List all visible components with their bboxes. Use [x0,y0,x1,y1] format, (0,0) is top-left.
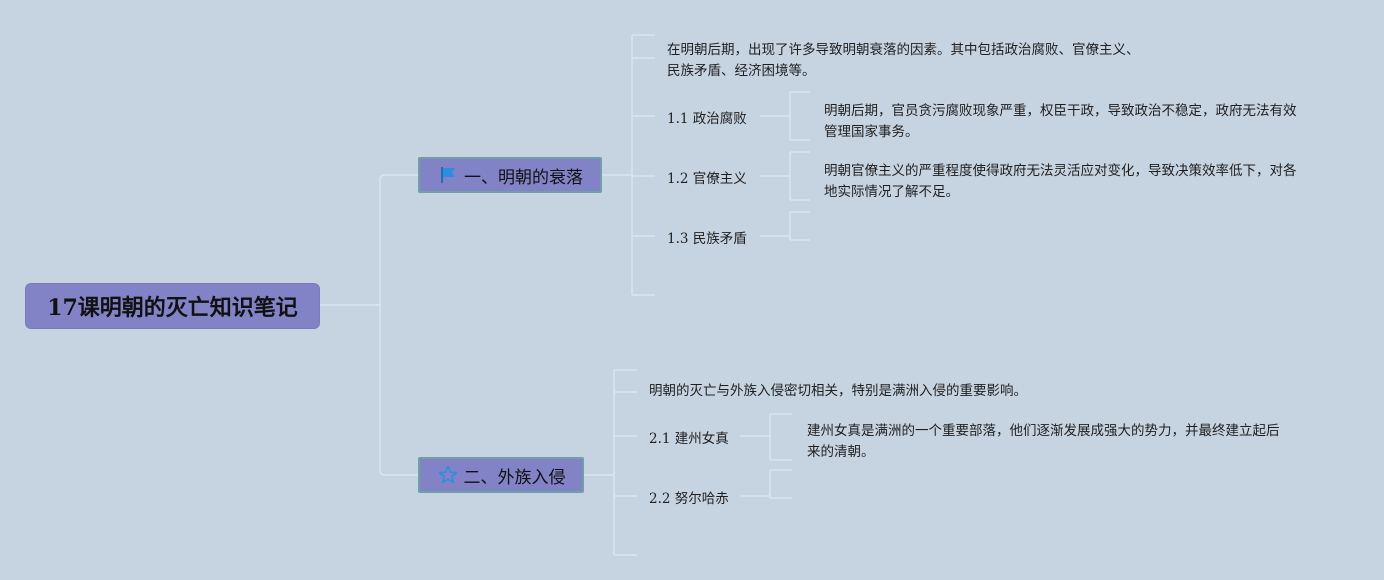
topic-nurhaci[interactable]: 2.2 努尔哈赤 [649,491,729,507]
topic-jianzhou-jurchen[interactable]: 2.1 建州女真 [649,431,729,447]
branch-foreign-invasion[interactable]: 二、外族入侵 [418,457,584,493]
topic-ethnic-conflict[interactable]: 1.3 民族矛盾 [667,231,747,247]
branch-decline[interactable]: 一、明朝的衰落 [418,157,602,193]
branch-decline-label: 一、明朝的衰落 [464,167,583,188]
branch-foreign-invasion-label: 二、外族入侵 [463,467,566,488]
political-corruption-detail: 明朝后期，官员贪污腐败现象严重，权臣干政，导致政治不稳定，政府无法有效 管理国家… [824,103,1297,140]
invasion-intro: 明朝的灭亡与外族入侵密切相关，特别是满洲入侵的重要影响。 [649,383,1027,399]
flag-icon [437,164,459,186]
topic-political-corruption[interactable]: 1.1 政治腐败 [667,111,747,127]
root-node[interactable]: 17课明朝的灭亡知识笔记 [25,283,320,329]
jianzhou-jurchen-detail: 建州女真是满洲的一个重要部落，他们逐渐发展成强大的势力，并最终建立起后 来的清朝… [807,423,1280,460]
root-title: 17课明朝的灭亡知识笔记 [47,295,298,321]
decline-intro: 在明朝后期，出现了许多导致明朝衰落的因素。其中包括政治腐败、官僚主义、 民族矛盾… [667,42,1140,79]
bureaucratism-detail: 明朝官僚主义的严重程度使得政府无法灵活应对变化，导致决策效率低下，对各 地实际情… [824,163,1297,200]
topic-bureaucratism[interactable]: 1.2 官僚主义 [667,171,747,187]
star-icon [437,464,459,486]
